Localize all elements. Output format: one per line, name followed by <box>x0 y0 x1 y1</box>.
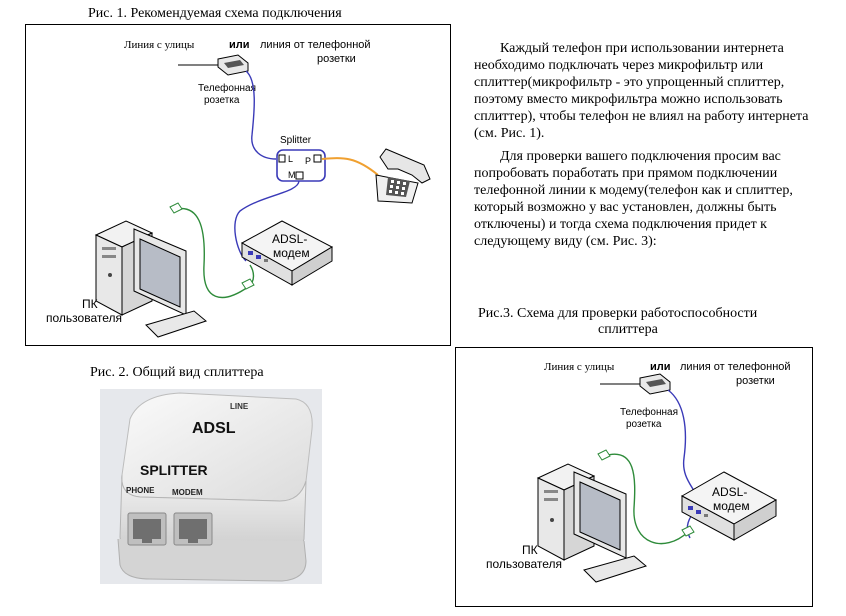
modem-line-cable <box>234 180 300 262</box>
fig3-diagram: Линия с улицы или линия от телефонной ро… <box>486 361 791 583</box>
fig1-socket-1: Телефонная <box>198 82 256 94</box>
ethernet-cable <box>175 207 255 299</box>
fig1-line-from-socket-1: линия от телефонной <box>260 39 371 51</box>
paragraph-2: Для проверки вашего подключения просим в… <box>474 149 793 249</box>
pc-icon <box>94 220 208 338</box>
fig1-port-p: P <box>305 156 311 166</box>
fig1-pc-2: пользователя <box>46 311 122 325</box>
fig3-ethernet-cable <box>603 453 689 545</box>
fig3-pc-icon <box>536 463 648 583</box>
fig1-diagram: Линия с улицы или линия от телефонной ро… <box>46 39 431 338</box>
fig3-wall-socket-icon <box>600 373 671 395</box>
fig3-pc-1: ПК <box>522 543 538 557</box>
line-cable <box>245 70 277 160</box>
fig2-title: Рис. 2. Общий вид сплиттера <box>90 365 264 380</box>
fig1-modem-1: ADSL- <box>272 232 307 246</box>
phone-jack <box>127 512 167 546</box>
fig3-title-2: сплиттера <box>598 322 658 337</box>
fig3-frame: Линия с улицы или линия от телефонной ро… <box>455 347 813 607</box>
fig1-line-from-street: Линия с улицы <box>124 39 195 51</box>
fig1-frame: Линия с улицы или линия от телефонной ро… <box>25 24 451 346</box>
fig3-line-from-street: Линия с улицы <box>544 361 615 373</box>
wall-socket-icon <box>178 54 249 76</box>
modem-jack <box>173 512 213 546</box>
text-block: Каждый телефон при использовании интерне… <box>474 40 834 250</box>
telephone-icon <box>375 148 431 204</box>
fig1-line-from-socket-2: розетки <box>317 53 356 65</box>
fig2-modem-label: MODEM <box>172 488 203 497</box>
paragraph-1: Каждый телефон при использовании интерне… <box>474 41 809 141</box>
fig3-modem-2: модем <box>713 499 750 513</box>
fig1-port-l: L <box>288 154 293 164</box>
fig1-title: Рис. 1. Рекомендуемая схема подключения <box>88 6 342 21</box>
fig3-socket-1: Телефонная <box>620 406 678 418</box>
splitter-photo-drawing: LINE ADSL SPLITTER PHONE MODEM <box>117 392 313 582</box>
fig1-splitter-label: Splitter <box>280 135 312 146</box>
fig2-phone-label: PHONE <box>126 486 155 495</box>
fig3-modem-icon <box>680 471 778 541</box>
fig2-line-label: LINE <box>230 402 249 411</box>
fig3-socket-2: розетка <box>626 419 662 430</box>
fig1-pc-1: ПК <box>82 297 98 311</box>
fig3-line-from-socket-2: розетки <box>736 375 775 387</box>
phone-cable <box>321 157 379 176</box>
fig3-title-1: Рис.3. Схема для проверки работоспособно… <box>478 306 758 321</box>
splitter-icon: Splitter L P M <box>276 135 326 182</box>
fig3-modem-1: ADSL- <box>712 485 747 499</box>
fig1-modem-2: модем <box>273 246 310 260</box>
modem-icon <box>240 220 334 286</box>
fig1-or-label: или <box>229 39 250 51</box>
fig3-or-label: или <box>650 361 671 373</box>
fig2-adsl-label: ADSL <box>192 420 236 437</box>
fig2-splitter-label: SPLITTER <box>140 462 208 478</box>
fig3-line-cable <box>667 389 699 539</box>
fig3-line-from-socket-1: линия от телефонной <box>680 361 791 373</box>
fig3-pc-2: пользователя <box>486 557 562 571</box>
fig1-socket-2: розетка <box>204 95 240 106</box>
splitter-photo: LINE ADSL SPLITTER PHONE MODEM <box>100 389 322 584</box>
fig1-port-m: M <box>288 170 296 180</box>
